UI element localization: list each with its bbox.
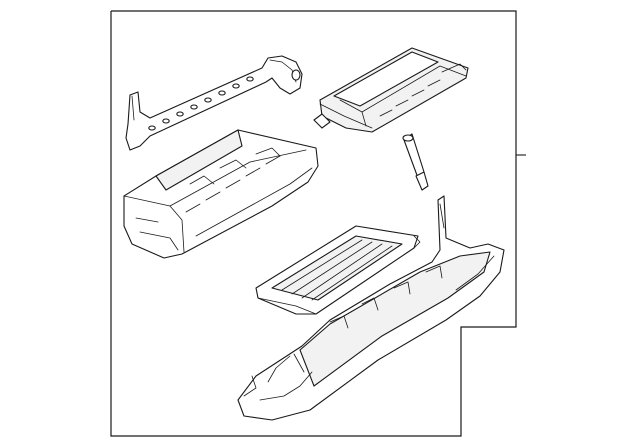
glove-box-housing xyxy=(123,129,319,259)
assembly-frame xyxy=(110,10,517,437)
mounting-bracket xyxy=(125,55,303,151)
lower-trim-panel xyxy=(237,195,505,421)
upper-storage-compartment xyxy=(313,47,469,133)
storage-tray xyxy=(255,225,421,315)
damper xyxy=(402,133,429,191)
